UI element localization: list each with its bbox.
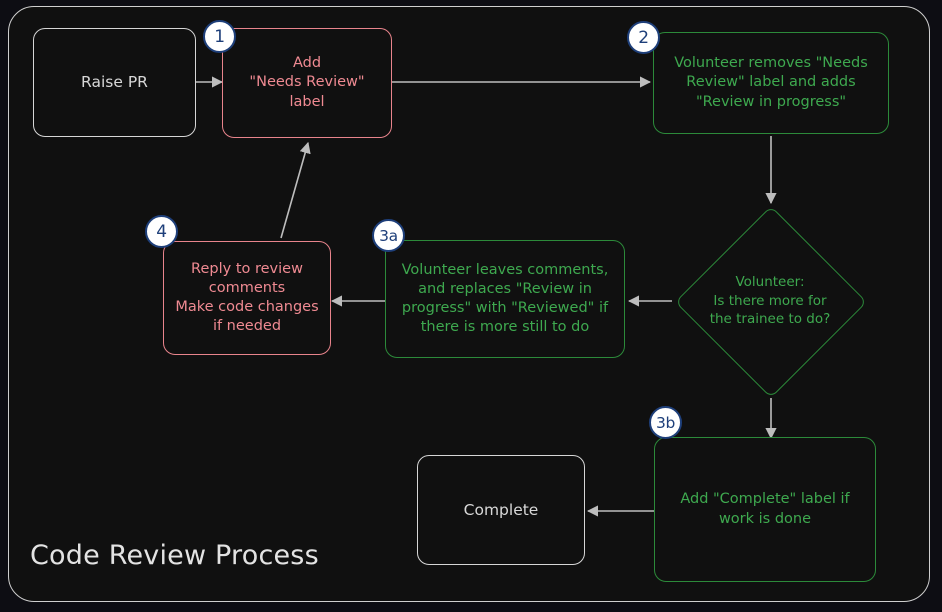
node-volunteer-leaves-comments-text: Volunteer leaves comments, and replaces … [401,261,609,336]
step-badge-1: 1 [203,20,236,53]
step-badge-3b: 3b [649,406,682,439]
node-reply-to-review-comments-text: Reply to review comments Make code chang… [175,260,319,335]
node-add-complete-label[interactable]: Add "Complete" label if work is done [654,437,876,582]
node-add-needs-review-text: Add "Needs Review" label [249,55,365,110]
node-complete-label: Complete [463,500,539,519]
node-add-needs-review-label[interactable]: Add "Needs Review" label [222,28,392,138]
node-volunteer-removes-label[interactable]: Volunteer removes "Needs Review" label a… [653,32,889,134]
node-reply-to-review-comments[interactable]: Reply to review comments Make code chang… [163,241,331,355]
node-decision-more-work[interactable]: Volunteer: Is there more for the trainee… [674,205,868,399]
step-badge-4: 4 [145,215,178,248]
step-badge-3a: 3a [372,219,405,252]
node-complete[interactable]: Complete [417,455,585,565]
node-volunteer-removes-text: Volunteer removes "Needs Review" label a… [674,55,868,110]
node-add-complete-label-text: Add "Complete" label if work is done [680,491,850,527]
diagram-title: Code Review Process [30,540,319,571]
node-raise-pr-label: Raise PR [81,73,148,92]
step-badge-2: 2 [627,21,660,54]
node-raise-pr[interactable]: Raise PR [33,28,196,137]
node-decision-label: Volunteer: Is there more for the trainee… [709,274,831,328]
node-volunteer-leaves-comments[interactable]: Volunteer leaves comments, and replaces … [385,240,625,358]
